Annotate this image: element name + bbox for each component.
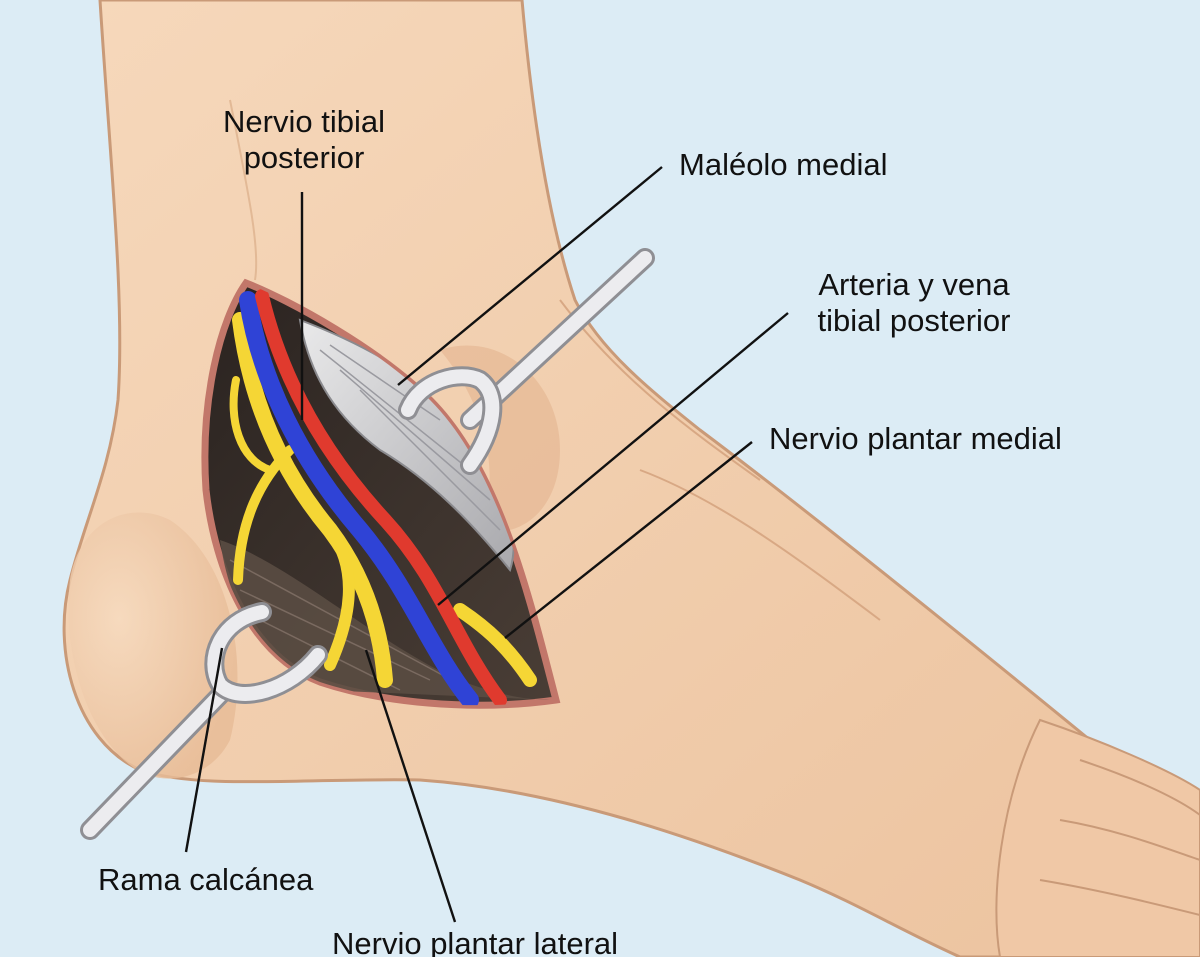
upper-retractor [398, 248, 655, 475]
label-nervio-plantar-medial: Nervio plantar medial [769, 421, 1062, 456]
label-arteria-vena: Arteria y vena tibial posterior [798, 267, 1030, 339]
label-rama-calcanea: Rama calcánea [98, 862, 314, 897]
leader-plantar-lateral [364, 649, 457, 923]
leader-arteria [437, 312, 789, 606]
malleolus-bump [440, 345, 560, 532]
label-maleolo-medial: Maléolo medial [679, 147, 888, 182]
tibial-nerve [232, 312, 393, 688]
medial-plantar-nerve [453, 603, 537, 687]
leader-plantar-medial [504, 441, 753, 639]
posterior-tibial-artery [255, 289, 507, 706]
label-nervio-plantar-lateral: Nervio plantar lateral [332, 926, 619, 957]
label-nervio-tibial-line-2: posterior [243, 140, 365, 175]
label-nervio-tibial-posterior: Nervio tibial posterior [206, 104, 402, 176]
label-arteria-line-2: tibial posterior [817, 303, 1011, 338]
leader-maleolo [397, 166, 663, 386]
label-nervio-tibial-line-1: Nervio tibial [223, 104, 385, 139]
lower-retractor [80, 602, 328, 840]
posterior-tibial-vein [239, 291, 479, 706]
leader-rama [184, 647, 224, 853]
foot-skin [62, 0, 1200, 957]
toes [995, 718, 1200, 957]
label-arteria-line-1: Arteria y vena [818, 267, 1010, 302]
